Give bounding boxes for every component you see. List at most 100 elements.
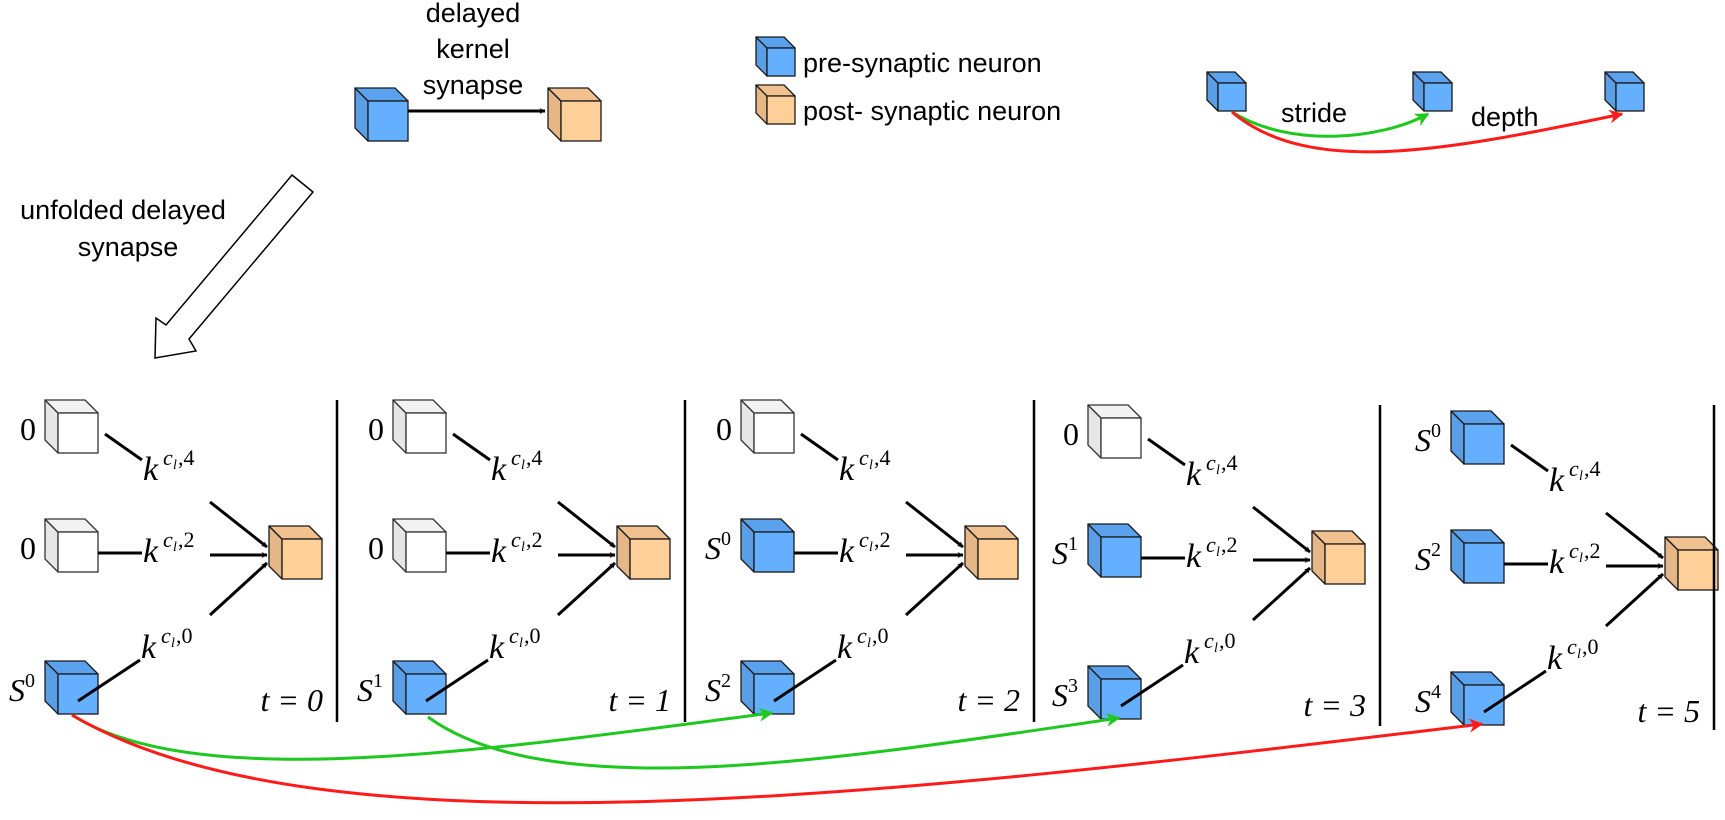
kernel-delay-index: ,0 bbox=[872, 623, 889, 648]
spike-index: 0 bbox=[25, 670, 35, 692]
kernel-layer: l bbox=[1216, 545, 1220, 560]
input-value-label: 0 bbox=[20, 530, 36, 566]
depth-arrow bbox=[1231, 109, 1624, 154]
pre-synaptic-neuron-icon bbox=[1206, 71, 1247, 112]
empty-input-neuron bbox=[44, 518, 99, 573]
spike-index: 1 bbox=[1068, 533, 1078, 555]
time-step-label: t = 0 bbox=[261, 682, 323, 718]
synapse-line bbox=[104, 432, 143, 462]
synapse-arrow bbox=[904, 561, 965, 617]
kernel-delay-index: ,0 bbox=[176, 623, 193, 648]
kernel-layer: l bbox=[1579, 469, 1583, 484]
pre-synaptic-neuron-icon bbox=[354, 87, 409, 142]
unfold-label-line-2: synapse bbox=[78, 232, 179, 262]
kernel-base: k bbox=[837, 629, 853, 666]
post-synaptic-neuron bbox=[1664, 536, 1719, 591]
synapse-line bbox=[1147, 437, 1186, 467]
pre-synaptic-neuron bbox=[1087, 523, 1142, 578]
kernel-delay-index: ,4 bbox=[1221, 450, 1238, 475]
kernel-delay-index: ,2 bbox=[178, 527, 195, 552]
kernel-base: k bbox=[839, 451, 855, 488]
input-value-label: 0 bbox=[1063, 416, 1079, 452]
post-cube bbox=[755, 84, 796, 125]
spike-label: S bbox=[1052, 677, 1068, 713]
input-value-label: 0 bbox=[368, 411, 384, 447]
legend-kernel-line-2: kernel bbox=[436, 34, 510, 64]
spike-label: S bbox=[705, 530, 721, 566]
stride-link-arrow bbox=[71, 707, 774, 761]
spike-label: S bbox=[705, 672, 721, 708]
post-synaptic-neuron-icon bbox=[547, 87, 602, 142]
kernel-base: k bbox=[1186, 538, 1202, 575]
spike-index: 0 bbox=[1431, 420, 1441, 442]
kernel-layer: l bbox=[867, 636, 871, 651]
synapse-line bbox=[800, 432, 839, 462]
kernel-delay-index: ,4 bbox=[526, 445, 543, 470]
kernel-delay-index: ,4 bbox=[874, 445, 891, 470]
post-synaptic-neuron bbox=[616, 525, 671, 580]
synapse-arrow bbox=[1252, 505, 1311, 554]
kernel-channel: c bbox=[163, 527, 173, 552]
pre-synaptic-neuron bbox=[740, 518, 795, 573]
synapse-arrow bbox=[209, 500, 268, 549]
post-synaptic-neuron-icon bbox=[755, 84, 796, 125]
synapse-arrow bbox=[1605, 511, 1664, 560]
spike-label: S bbox=[1052, 535, 1068, 571]
kernel-delay-index: ,2 bbox=[1584, 538, 1601, 563]
empty-input-neuron bbox=[740, 399, 795, 454]
synapse-line bbox=[77, 658, 141, 703]
spike-label: S bbox=[357, 672, 373, 708]
synapse-line bbox=[1120, 663, 1184, 708]
input-value-label: 0 bbox=[716, 411, 732, 447]
pre-synaptic-neuron bbox=[1450, 671, 1505, 726]
kernel-delay-index: ,0 bbox=[524, 623, 541, 648]
spike-label: S bbox=[1415, 541, 1431, 577]
kernel-base: k bbox=[141, 629, 157, 666]
synapse-arrow bbox=[208, 561, 269, 617]
pre-cube bbox=[755, 36, 796, 77]
legend-kernel-synapse: delayed kernel synapse bbox=[354, 0, 602, 142]
empty-input-neuron bbox=[392, 518, 447, 573]
kernel-base: k bbox=[1186, 456, 1202, 493]
synapse-line bbox=[452, 432, 491, 462]
stride-label: stride bbox=[1281, 98, 1347, 128]
kernel-base: k bbox=[839, 533, 855, 570]
kernel-base: k bbox=[489, 629, 505, 666]
pre-cube bbox=[1604, 71, 1645, 112]
pre-synaptic-neuron-icon bbox=[1412, 71, 1453, 112]
kernel-layer: l bbox=[521, 540, 525, 555]
kernel-base: k bbox=[1184, 634, 1200, 671]
spike-index: 0 bbox=[721, 528, 731, 550]
kernel-channel: c bbox=[1567, 634, 1577, 659]
time-step-label: t = 1 bbox=[609, 682, 671, 718]
kernel-base: k bbox=[1549, 462, 1565, 499]
synapse-line bbox=[425, 658, 489, 703]
kernel-layer: l bbox=[1216, 463, 1220, 478]
kernel-delay-index: ,0 bbox=[1219, 628, 1236, 653]
kernel-delay-index: ,2 bbox=[1221, 532, 1238, 557]
pre-synaptic-neuron bbox=[740, 660, 795, 715]
kernel-channel: c bbox=[857, 623, 867, 648]
spike-index: 4 bbox=[1431, 681, 1441, 703]
kernel-layer: l bbox=[869, 458, 873, 473]
kernel-layer: l bbox=[173, 540, 177, 555]
pre-synaptic-neuron-icon bbox=[755, 36, 796, 77]
unfold-annotation: unfolded delayed synapse bbox=[20, 173, 315, 359]
kernel-layer: l bbox=[521, 458, 525, 473]
post-cube bbox=[547, 87, 602, 142]
spike-index: 3 bbox=[1068, 675, 1078, 697]
pre-cube bbox=[1206, 71, 1247, 112]
pre-cube bbox=[1412, 71, 1453, 112]
kernel-base: k bbox=[1549, 544, 1565, 581]
